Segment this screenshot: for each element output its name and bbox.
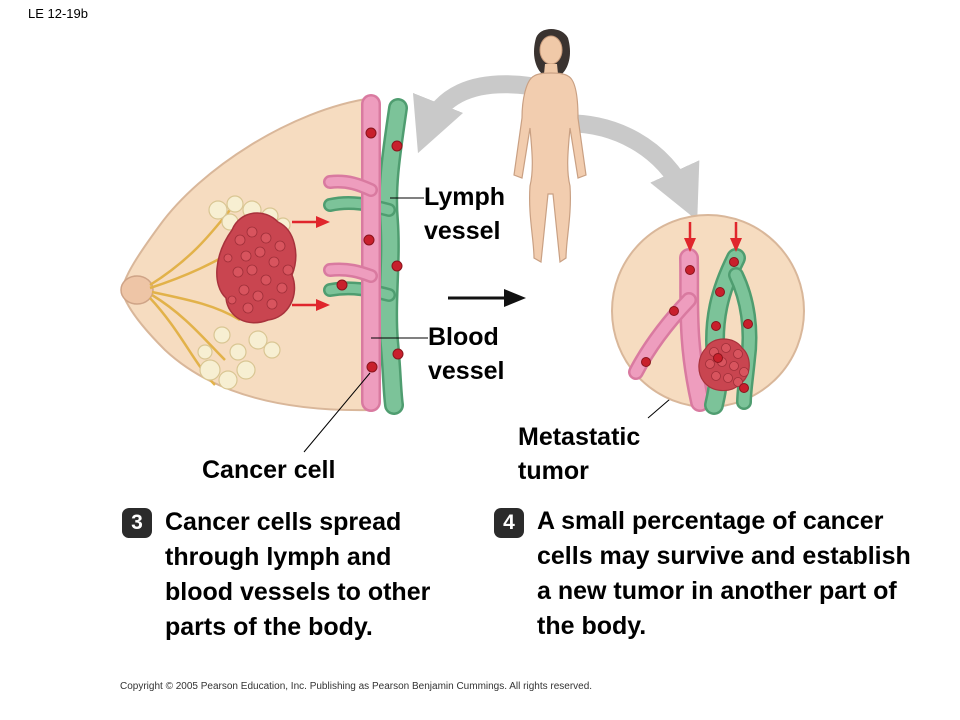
step-4-text: A small percentage of cancer cells may s…: [537, 507, 911, 640]
human-body-figure: [513, 29, 587, 264]
metastasis-inset: [611, 214, 805, 415]
primary-tumor: [216, 212, 297, 324]
metastatic-tumor-label: Metastatic tumor: [518, 423, 641, 485]
cancer-cell-label: Cancer cell: [202, 456, 336, 484]
cell-entry-arrows: [292, 216, 330, 311]
copyright-notice: Copyright © 2005 Pearson Education, Inc.…: [120, 681, 593, 692]
step-3-text: Cancer cells spread through lymph and bl…: [165, 508, 431, 641]
cancer-cells-in-inset: [641, 257, 753, 393]
cancer-cells-in-vessels: [336, 127, 404, 373]
direction-arrow: [448, 289, 526, 307]
lymph-vessel: [323, 98, 408, 415]
metastatic-tumor: [698, 338, 750, 392]
nipple: [120, 275, 154, 305]
blood-vessel-label: Blood vessel: [428, 323, 505, 385]
step-3-badge: 3: [122, 508, 152, 538]
inset-entry-arrows: [684, 222, 742, 252]
step-4-badge: 4: [494, 508, 524, 538]
lymph-vessel-label: Lymph vessel: [424, 183, 506, 245]
figure-id: LE 12-19b: [28, 6, 88, 21]
blood-vessel: [323, 94, 381, 412]
